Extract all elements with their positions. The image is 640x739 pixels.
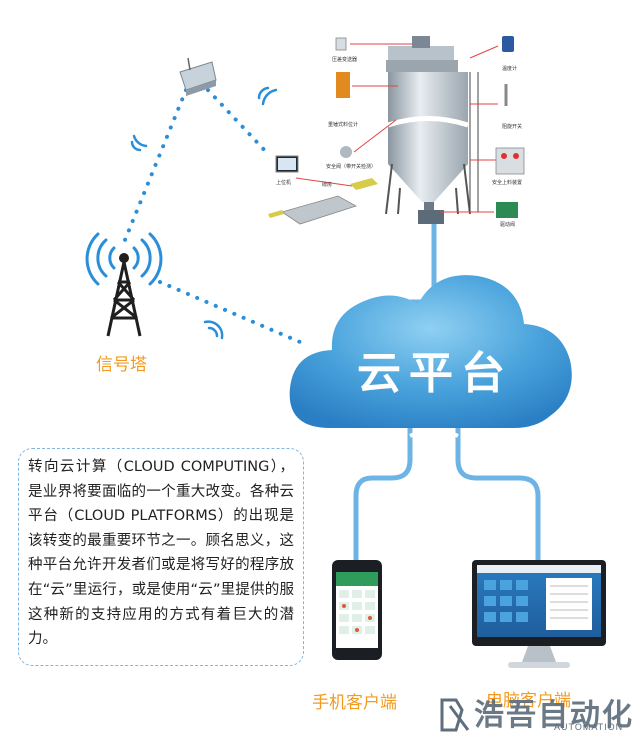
- label-level-switch: 阻旋开关: [502, 123, 522, 130]
- label-alarm: 安全上料装置: [492, 179, 522, 186]
- cloud-platform-label: 云平台: [357, 348, 513, 399]
- link-cloud-clients: [353, 428, 541, 560]
- brand-subtitle: AUTOMATION: [554, 722, 624, 732]
- signal-tower-label: 信号塔: [96, 355, 147, 375]
- label-host: 上位机: [276, 179, 291, 186]
- label-safety-valve: 安全阀（带开关检测）: [326, 163, 376, 170]
- label-thermometer: 温度计: [502, 65, 517, 72]
- description-textbox: 转向云计算（CLOUD COMPUTING），是业界将要面临的一个重大改变。各种…: [18, 448, 304, 666]
- label-pressure: 压差变送器: [332, 56, 357, 63]
- label-drive-valve: 驱动阀: [500, 221, 515, 228]
- router-icon: [179, 57, 217, 96]
- silo-system-image: 压差变送器 重锤式料位计 安全阀（带开关检测） 温度计 阻旋开关 安全上料装置: [268, 36, 525, 228]
- wireless-links: [123, 88, 302, 344]
- pc-client-label: 电脑客户端: [486, 691, 571, 711]
- brand-logo-icon: [440, 698, 470, 732]
- wifi-icons: [130, 86, 278, 340]
- description-text: 转向云计算（CLOUD COMPUTING），是业界将要面临的一个重大改变。各种…: [28, 459, 294, 648]
- phone-client-label: 手机客户端: [312, 693, 397, 713]
- cloud-platform-shape: [289, 275, 572, 428]
- signal-tower-icon: [85, 232, 163, 337]
- brand-watermark: 浩吾自动化 AUTOMATION: [434, 692, 640, 736]
- monitor-icon: [472, 560, 606, 668]
- label-level-meter: 重锤式料位计: [328, 121, 358, 128]
- label-scale: 磅房: [322, 181, 332, 188]
- brand-name: 浩吾自动化: [474, 698, 634, 733]
- phone-icon: [332, 560, 382, 660]
